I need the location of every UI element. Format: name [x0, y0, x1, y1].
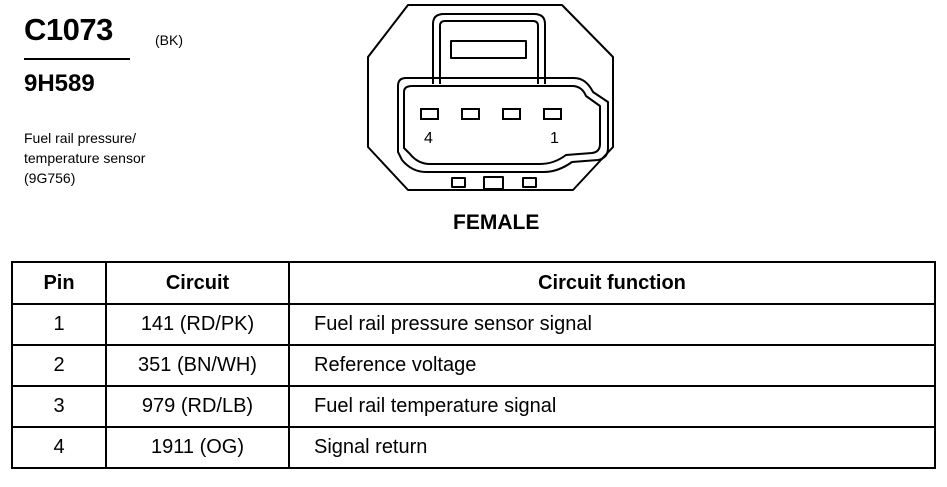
pin-4-terminal [420, 108, 439, 120]
table-row: 3 979 (RD/LB) Fuel rail temperature sign… [11, 385, 936, 428]
column-header-function: Circuit function [288, 261, 936, 305]
pin-3-terminal [461, 108, 480, 120]
key-slot [522, 177, 537, 188]
connector-color: (BK) [155, 32, 183, 48]
description-line: temperature sensor [24, 150, 146, 166]
pinout-table: Pin Circuit Circuit function 1 141 (RD/P… [11, 261, 936, 469]
key-slot [451, 177, 466, 188]
circuit-cell: 141 (RD/PK) [105, 303, 290, 346]
mating-face-outline [397, 77, 609, 173]
pin-left-number: 4 [424, 130, 433, 147]
table-header-row: Pin Circuit Circuit function [11, 261, 936, 305]
pin-1-terminal [543, 108, 562, 120]
title-underline [24, 58, 130, 60]
table-row: 4 1911 (OG) Signal return [11, 426, 936, 469]
table-row: 1 141 (RD/PK) Fuel rail pressure sensor … [11, 303, 936, 346]
connector-id: C1073 [24, 12, 113, 47]
pin-right-number: 1 [550, 130, 559, 147]
description-line: Fuel rail pressure/ [24, 130, 137, 146]
function-cell: Fuel rail temperature signal [288, 385, 936, 428]
key-slot [483, 176, 504, 190]
function-cell: Fuel rail pressure sensor signal [288, 303, 936, 346]
circuit-cell: 351 (BN/WH) [105, 344, 290, 387]
pin-2-terminal [502, 108, 521, 120]
function-cell: Signal return [288, 426, 936, 469]
description-line: (9G756) [24, 170, 76, 186]
pin-cell: 1 [11, 303, 107, 346]
column-header-pin: Pin [11, 261, 107, 305]
table-row: 2 351 (BN/WH) Reference voltage [11, 344, 936, 387]
connector-housing-outline [367, 4, 614, 191]
circuit-cell: 1911 (OG) [105, 426, 290, 469]
component-description: Fuel rail pressure/ temperature sensor (… [24, 128, 145, 188]
latch-tab [450, 40, 527, 59]
pin-cell: 4 [11, 426, 107, 469]
circuit-cell: 979 (RD/LB) [105, 385, 290, 428]
part-number: 9H589 [24, 70, 95, 97]
connector-gender-label: FEMALE [453, 211, 540, 234]
pin-cell: 2 [11, 344, 107, 387]
column-header-circuit: Circuit [105, 261, 290, 305]
locking-latch [432, 13, 546, 84]
connector-face-diagram: 4 1 [367, 4, 614, 191]
pin-cell: 3 [11, 385, 107, 428]
function-cell: Reference voltage [288, 344, 936, 387]
